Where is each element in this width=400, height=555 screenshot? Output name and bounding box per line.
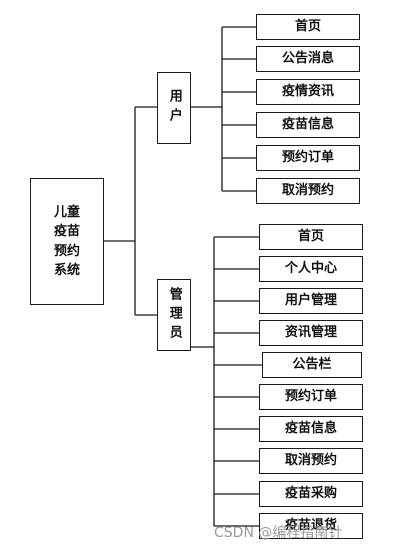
branch-user-label: 用户 — [166, 89, 182, 127]
leaf-label: 疫情资讯 — [281, 84, 334, 100]
root-line: 疫苗 — [53, 224, 80, 239]
user-leaf-booking-orders: 预约订单 — [256, 145, 360, 171]
leaf-label: 取消预约 — [284, 453, 337, 469]
leaf-label: 个人中心 — [284, 261, 337, 277]
branch-admin-label: 管理员 — [166, 286, 182, 344]
root-line: 预约 — [53, 243, 80, 259]
watermark-text: CSDN @编程指南针 — [214, 525, 343, 541]
leaf-label: 疫苗信息 — [284, 421, 337, 437]
leaf-label: 疫苗采购 — [284, 486, 337, 502]
admin-leaf-user-management: 用户管理 — [259, 288, 363, 314]
user-leaf-cancel-booking: 取消预约 — [256, 178, 360, 204]
admin-leaf-bulletin-board: 公告栏 — [262, 352, 362, 378]
root-line: 儿童 — [53, 204, 80, 220]
leaf-label: 首页 — [297, 229, 324, 245]
admin-leaf-vaccine-info: 疫苗信息 — [259, 416, 363, 442]
leaf-label: 公告消息 — [281, 51, 334, 67]
leaf-label: 疫苗退货 — [284, 518, 337, 534]
admin-leaf-booking-orders: 预约订单 — [259, 384, 363, 410]
admin-leaf-cancel-booking: 取消预约 — [259, 448, 363, 474]
root-node: 儿童 疫苗 预约 系统 — [30, 178, 104, 305]
admin-leaf-home: 首页 — [259, 224, 363, 250]
branch-admin-node: 管理员 — [157, 279, 191, 351]
leaf-label: 资讯管理 — [284, 325, 337, 341]
user-leaf-home: 首页 — [256, 14, 360, 40]
admin-leaf-personal-center: 个人中心 — [259, 256, 363, 282]
leaf-label: 预约订单 — [284, 389, 337, 405]
leaf-label: 疫苗信息 — [281, 117, 334, 133]
leaf-label: 取消预约 — [281, 183, 334, 199]
leaf-label: 用户管理 — [284, 293, 337, 309]
leaf-label: 首页 — [294, 19, 321, 35]
admin-leaf-vaccine-procurement: 疫苗采购 — [259, 481, 363, 507]
leaf-label: 公告栏 — [292, 357, 332, 373]
branch-user-node: 用户 — [157, 72, 191, 144]
user-leaf-epidemic-news: 疫情资讯 — [256, 79, 360, 105]
root-line: 系统 — [53, 263, 80, 278]
admin-leaf-news-management: 资讯管理 — [259, 320, 363, 346]
user-leaf-announcements: 公告消息 — [256, 46, 360, 72]
leaf-label: 预约订单 — [281, 150, 334, 166]
admin-leaf-vaccine-return: 疫苗退货 — [259, 513, 363, 539]
user-leaf-vaccine-info: 疫苗信息 — [256, 112, 360, 138]
